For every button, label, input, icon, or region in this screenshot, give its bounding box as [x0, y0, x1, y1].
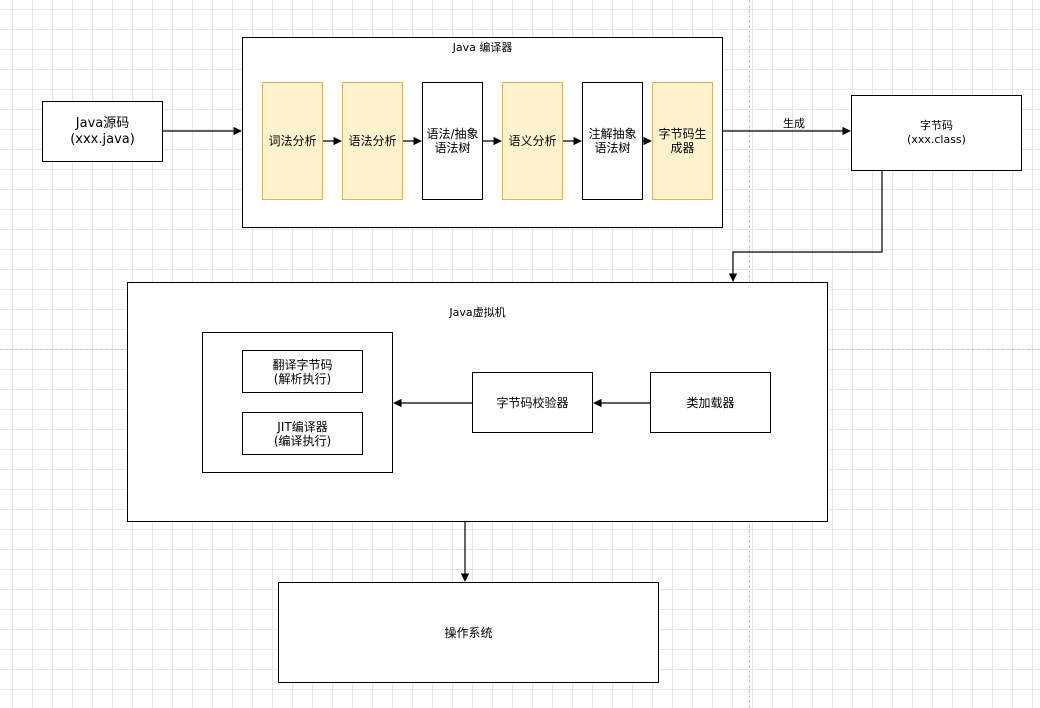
- jit-line2: (编译执行): [273, 433, 332, 448]
- step-label: 语法分析: [348, 134, 397, 148]
- operating-system-label: 操作系统: [444, 625, 493, 640]
- bytecode-verifier-label: 字节码校验器: [496, 395, 569, 410]
- java-compiler-title: Java 编译器: [452, 41, 513, 54]
- step-label: 词法分析: [268, 134, 317, 148]
- annotated-syntax-tree-step[interactable]: 注解抽象语法树: [582, 82, 643, 200]
- edge-bytecode-to-jvm: [728, 171, 883, 282]
- step-label: 字节码生: [658, 127, 707, 141]
- step-label: 语义分析: [508, 134, 557, 148]
- lexical-analysis-step[interactable]: 词法分析: [262, 82, 323, 200]
- bytecode-verifier-node[interactable]: 字节码校验器: [472, 372, 593, 433]
- interpreter-node[interactable]: 翻译字节码 (解析执行): [242, 350, 363, 393]
- class-loader-label: 类加载器: [686, 395, 735, 410]
- java-source-line2: (xxx.java): [70, 131, 135, 147]
- interpreter-line2: (解析执行): [273, 371, 332, 386]
- step-label-2: 语法树: [434, 141, 471, 155]
- step-label: 语法/抽象: [426, 127, 479, 141]
- java-source-node[interactable]: Java源码 (xxx.java): [42, 101, 163, 162]
- bytecode-line2: (xxx.class): [907, 133, 966, 146]
- bytecode-generator-step[interactable]: 字节码生成器: [652, 82, 713, 200]
- generate-edge-label: 生成: [783, 117, 805, 130]
- bytecode-node[interactable]: 字节码 (xxx.class): [851, 95, 1022, 171]
- class-loader-node[interactable]: 类加载器: [650, 372, 771, 433]
- jit-line1: JIT编译器: [277, 419, 328, 434]
- step-label: 注解抽象: [588, 127, 637, 141]
- bytecode-line1: 字节码: [919, 119, 953, 132]
- jvm-title: Java虚拟机: [449, 306, 506, 319]
- java-source-line1: Java源码: [75, 115, 130, 131]
- jit-compiler-node[interactable]: JIT编译器 (编译执行): [242, 412, 363, 455]
- syntax-analysis-step[interactable]: 语法分析: [342, 82, 403, 200]
- operating-system-node[interactable]: 操作系统: [278, 582, 659, 683]
- step-label-2: 成器: [670, 141, 695, 155]
- syntax-tree-step[interactable]: 语法/抽象语法树: [422, 82, 483, 200]
- interpreter-line1: 翻译字节码: [272, 357, 333, 372]
- step-label-2: 语法树: [594, 141, 631, 155]
- semantic-analysis-step[interactable]: 语义分析: [502, 82, 563, 200]
